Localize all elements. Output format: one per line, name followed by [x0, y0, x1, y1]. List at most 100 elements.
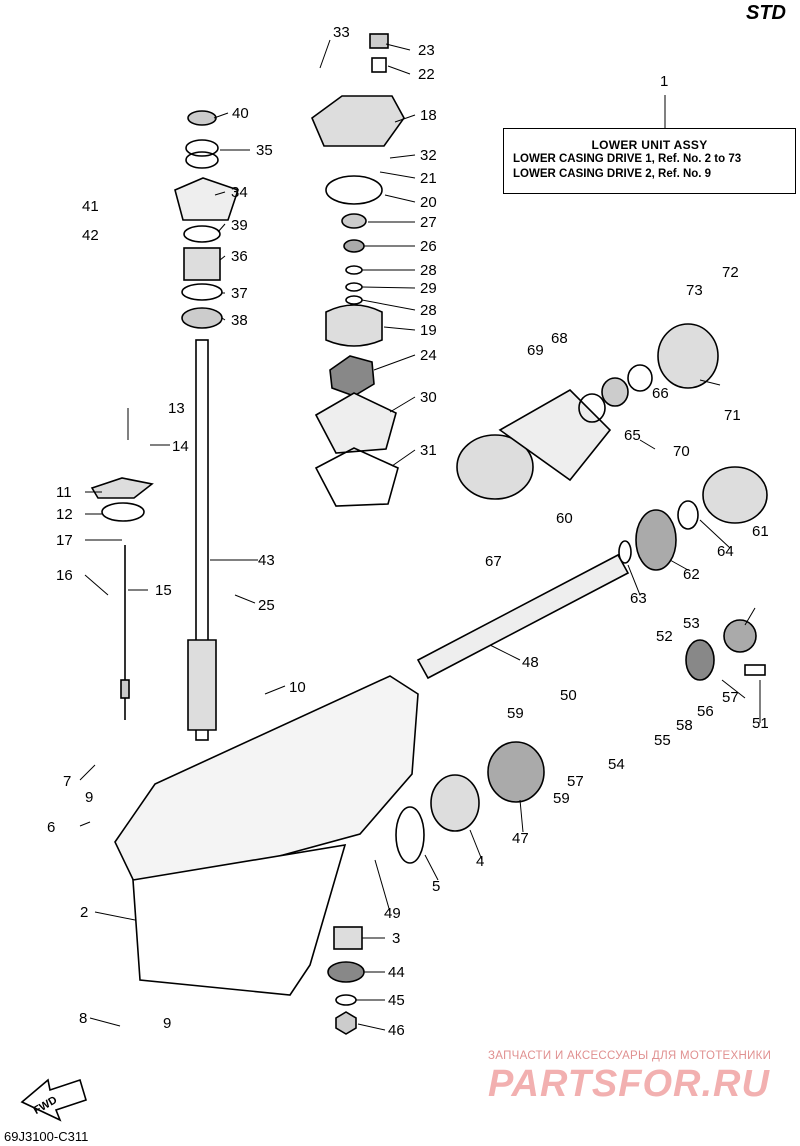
callout-26: 26 [420, 238, 437, 255]
pinion-44 [327, 961, 365, 983]
callout-11: 11 [56, 484, 72, 501]
callout-63: 63 [630, 590, 647, 607]
callout-18: 18 [420, 107, 437, 124]
std-label: STD [746, 2, 786, 24]
callout-47: 47 [512, 830, 529, 847]
callout-17: 17 [56, 532, 73, 549]
callout-62: 62 [683, 566, 700, 583]
callout-1: 1 [660, 73, 668, 90]
callout-5: 5 [432, 878, 440, 895]
callout-69: 69 [527, 342, 544, 359]
callout-49: 49 [384, 905, 401, 922]
callout-12: 12 [56, 506, 73, 523]
callout-7: 7 [63, 773, 71, 790]
propeller-shaft-housing-60 [456, 434, 534, 500]
propeller-shaft-48 [416, 553, 630, 680]
callout-50: 50 [560, 687, 577, 704]
callout-42: 42 [82, 227, 99, 244]
callout-22: 22 [418, 66, 435, 83]
callout-55: 55 [654, 732, 671, 749]
callout-44: 44 [388, 964, 405, 981]
impeller-24 [329, 355, 375, 397]
bearing-housing-34 [174, 177, 240, 221]
bearing-61 [702, 466, 768, 524]
dog-clutch-52 [685, 639, 715, 681]
callout-8: 8 [79, 1010, 87, 1027]
assy-line-1: LOWER CASING DRIVE 1, Ref. No. 2 to 73 [513, 153, 742, 165]
callout-43: 43 [258, 552, 275, 569]
callout-14: 14 [172, 438, 189, 455]
gasket-31 [314, 447, 399, 507]
tapered-bearing-4 [430, 774, 480, 832]
outer-plate-30 [314, 392, 397, 454]
diagram-code: 69J3100-C311 [4, 1129, 89, 1144]
fwd-arrow-icon [20, 1078, 87, 1122]
callout-labels: 33 23 22 40 18 35 32 21 34 41 20 42 39 2… [32, 24, 769, 1117]
assy-title: LOWER UNIT ASSY [591, 138, 708, 152]
forward-gear-47 [487, 741, 545, 803]
callout-67: 67 [485, 553, 502, 570]
part-drawings [20, 33, 768, 1122]
callout-59b: 59 [553, 790, 570, 807]
callout-33: 33 [333, 24, 350, 41]
callout-53: 53 [683, 615, 700, 632]
reverse-gear-62 [635, 509, 677, 571]
callout-19: 19 [420, 322, 437, 339]
callout-60: 60 [556, 510, 573, 527]
callout-9: 9 [85, 789, 93, 806]
leader-lines [79, 39, 761, 1031]
assy-line-2: LOWER CASING DRIVE 2, Ref. No. 9 [513, 168, 712, 180]
callout-15: 15 [155, 582, 172, 599]
callout-68: 68 [551, 330, 568, 347]
callout-52: 52 [656, 628, 673, 645]
callout-58: 58 [676, 717, 693, 734]
callout-71: 71 [724, 407, 741, 424]
callout-2: 2 [80, 904, 88, 921]
callout-41: 41 [82, 198, 99, 215]
callout-6: 6 [47, 819, 55, 836]
callout-66: 66 [652, 385, 669, 402]
callout-73: 73 [686, 282, 703, 299]
callout-46: 46 [388, 1022, 405, 1039]
callout-72: 72 [722, 264, 739, 281]
needle-bearing-36 [183, 247, 221, 281]
callout-64: 64 [717, 543, 734, 560]
lower-unit-assy-box: LOWER UNIT ASSY LOWER CASING DRIVE 1, Re… [503, 128, 796, 194]
callout-27: 27 [420, 214, 437, 231]
callout-59: 59 [507, 705, 524, 722]
callout-51: 51 [752, 715, 769, 732]
callout-35: 35 [256, 142, 273, 159]
callout-10: 10 [289, 679, 306, 696]
callout-57b: 57 [567, 773, 584, 790]
callout-9b: 9 [163, 1015, 171, 1032]
callout-32: 32 [420, 147, 437, 164]
callout-54: 54 [608, 756, 625, 773]
callout-70: 70 [673, 443, 690, 460]
callout-30: 30 [420, 389, 437, 406]
callout-25: 25 [258, 597, 275, 614]
callout-13: 13 [168, 400, 185, 417]
callout-65: 65 [624, 427, 641, 444]
callout-29: 29 [420, 280, 437, 297]
callout-36: 36 [231, 248, 248, 265]
callout-24: 24 [420, 347, 437, 364]
callout-4: 4 [476, 853, 484, 870]
watermark-subtitle: ЗАПЧАСТИ И АКСЕССУАРЫ ДЛЯ МОТОТЕХНИКИ [488, 1050, 772, 1062]
bearing-40 [187, 110, 217, 126]
callout-31: 31 [420, 442, 437, 459]
callout-16: 16 [56, 567, 73, 584]
callout-61: 61 [752, 523, 769, 540]
callout-3: 3 [392, 930, 400, 947]
callout-38: 38 [231, 312, 248, 329]
callout-40: 40 [232, 105, 249, 122]
callout-34: 34 [231, 184, 248, 201]
watermark-logo: PARTSFOR.RU [488, 1063, 770, 1105]
pump-housing-18 [311, 95, 405, 147]
callout-56: 56 [697, 703, 714, 720]
callout-45: 45 [388, 992, 405, 1009]
callout-21: 21 [420, 170, 437, 187]
callout-23: 23 [418, 42, 435, 59]
callout-48: 48 [522, 654, 539, 671]
callout-39: 39 [231, 217, 248, 234]
